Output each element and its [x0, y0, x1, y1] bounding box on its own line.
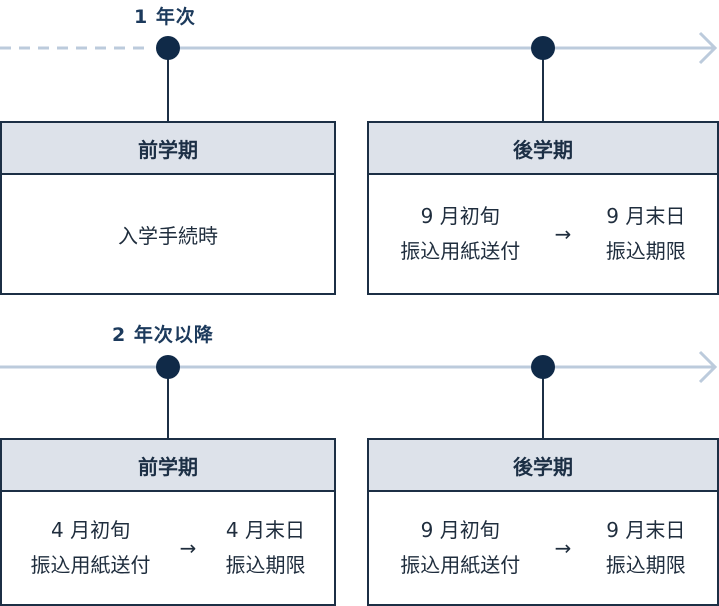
timeline-2-node-first-term [156, 355, 180, 379]
year2-first-term-box: 前学期 4 月初旬 振込用紙送付 → 4 月末日 振込期限 [0, 438, 336, 606]
year2-first-term-header: 前学期 [2, 440, 334, 492]
year2-first-term-arrow-icon: → [179, 536, 197, 560]
year2-second-term-from-step: 9 月初旬 振込用紙送付 [400, 513, 520, 583]
year1-second-term-from-event: 振込用紙送付 [400, 239, 521, 263]
timeline-1-node-first-term [156, 36, 180, 60]
year2-first-term-to-date: 4 月末日 [225, 518, 305, 542]
year2-first-term-to-step: 4 月末日 振込期限 [225, 513, 305, 583]
year2-second-term-arrow-icon: → [554, 536, 572, 560]
year2-first-term-to-event: 振込期限 [225, 553, 306, 577]
year1-second-term-to-date: 9 月末日 [606, 204, 686, 228]
section-label-year1: 1 年次 [134, 6, 196, 28]
year1-second-term-from-step: 9 月初旬 振込用紙送付 [400, 199, 520, 269]
year1-first-term-header: 前学期 [2, 123, 334, 175]
year2-first-term-from-step: 4 月初旬 振込用紙送付 [31, 513, 151, 583]
year2-second-term-from-date: 9 月初旬 [420, 518, 500, 542]
timeline-2-arrowhead-icon [698, 350, 718, 384]
year1-second-term-body: 9 月初旬 振込用紙送付 → 9 月末日 振込期限 [369, 175, 717, 293]
year1-first-term-box: 前学期 入学手続時 [0, 121, 336, 295]
year2-second-term-box: 後学期 9 月初旬 振込用紙送付 → 9 月末日 振込期限 [367, 438, 719, 606]
year2-second-term-to-date: 9 月末日 [606, 518, 686, 542]
timeline-2-node-second-term [531, 355, 555, 379]
year2-second-term-from-event: 振込用紙送付 [400, 553, 521, 577]
year1-second-term-box: 後学期 9 月初旬 振込用紙送付 → 9 月末日 振込期限 [367, 121, 719, 295]
year2-first-term-from-event: 振込用紙送付 [30, 553, 151, 577]
timeline-1-node-second-term [531, 36, 555, 60]
year2-first-term-body: 4 月初旬 振込用紙送付 → 4 月末日 振込期限 [2, 492, 334, 604]
year1-first-term-text: 入学手続時 [118, 223, 218, 248]
year2-second-term-header: 後学期 [369, 440, 717, 492]
year2-second-term-to-event: 振込期限 [605, 553, 686, 577]
year1-second-term-arrow-icon: → [554, 222, 572, 246]
year1-second-term-to-step: 9 月末日 振込期限 [606, 199, 686, 269]
year1-second-term-flow: 9 月初旬 振込用紙送付 → 9 月末日 振込期限 [369, 199, 717, 269]
year2-first-term-from-date: 4 月初旬 [50, 518, 131, 542]
year1-second-term-from-date: 9 月初旬 [420, 204, 500, 228]
year1-second-term-to-event: 振込期限 [605, 239, 686, 263]
year1-first-term-body: 入学手続時 [2, 175, 334, 293]
section-label-year2-onward: 2 年次以降 [112, 324, 214, 346]
timeline-1-arrowhead-icon [698, 31, 718, 65]
year2-first-term-flow: 4 月初旬 振込用紙送付 → 4 月末日 振込期限 [2, 513, 334, 583]
year2-second-term-flow: 9 月初旬 振込用紙送付 → 9 月末日 振込期限 [369, 513, 717, 583]
year2-second-term-body: 9 月初旬 振込用紙送付 → 9 月末日 振込期限 [369, 492, 717, 604]
year1-second-term-header: 後学期 [369, 123, 717, 175]
year2-second-term-to-step: 9 月末日 振込期限 [606, 513, 686, 583]
